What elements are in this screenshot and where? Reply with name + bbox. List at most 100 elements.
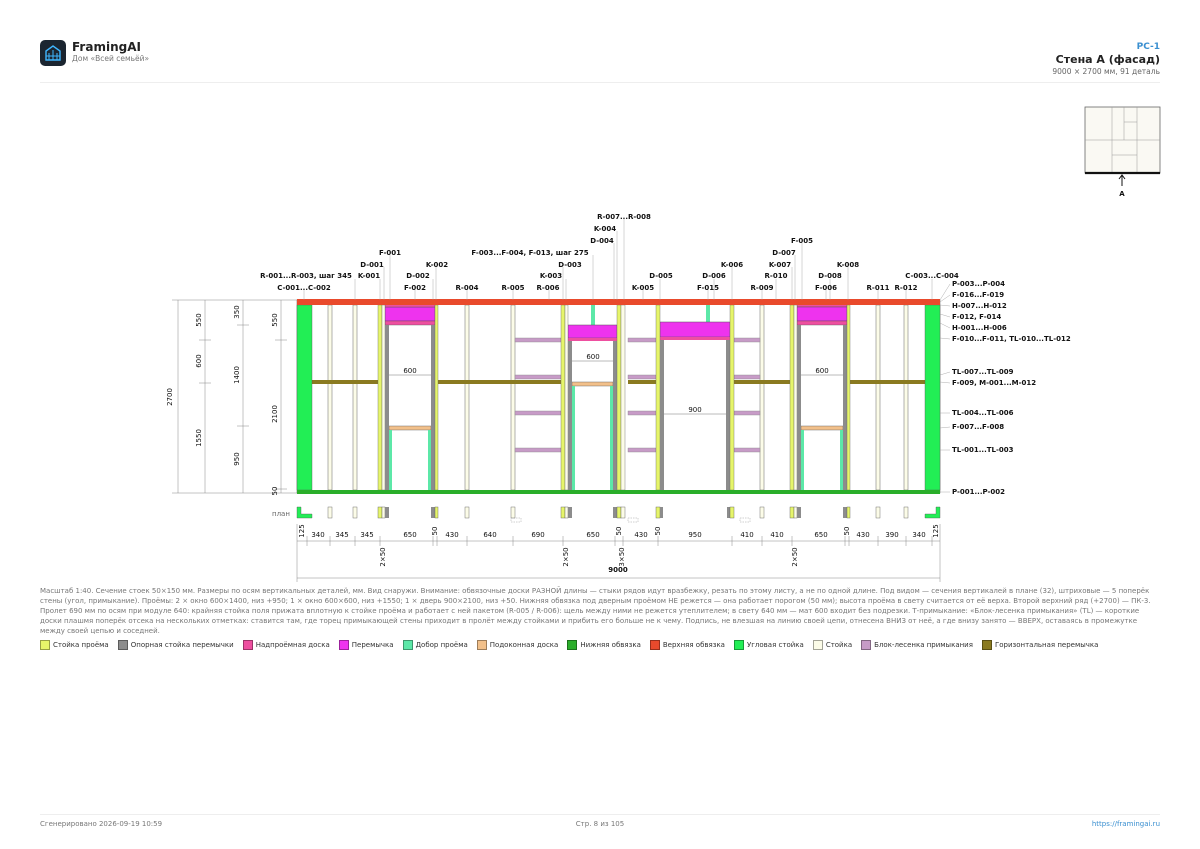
page-number: Стр. 8 из 105 [575, 820, 625, 828]
dim-b-390: 390 [885, 531, 898, 539]
label-r012: R-012 [895, 284, 918, 292]
key-plan-marker: A [1119, 190, 1125, 198]
legend-item: Угловая стойка [733, 640, 804, 650]
label-h007-h012: H-007...H-012 [952, 302, 1007, 310]
label-p001-p002: P-001...P-002 [952, 488, 1005, 496]
label-k008: K-008 [837, 261, 859, 269]
dim-b-340-right: 340 [912, 531, 925, 539]
site-link[interactable]: https://framingai.ru [1091, 820, 1160, 828]
label-r004: R-004 [456, 284, 479, 292]
legend-label: Опорная стойка перемычки [130, 641, 234, 649]
dim-b-430-2: 430 [634, 531, 647, 539]
legend-swatch [338, 640, 349, 650]
label-c001-c002: C-001...C-002 [277, 284, 331, 292]
label-f010-f011-tl010: F-010...F-011, TL-010...TL-012 [952, 335, 1071, 343]
label-r010: R-010 [765, 272, 788, 280]
page-header: FramingAI Дом «Всей семьёй» PC-1 Стена А… [40, 40, 1160, 83]
dim-total-height: 2700 [166, 388, 174, 406]
legend-swatch [242, 640, 253, 650]
dim-b-2x50-1: 2×50 [379, 547, 387, 566]
label-d006: D-006 [702, 272, 726, 280]
legend-swatch [402, 640, 413, 650]
opening-width-3: 900 [688, 406, 701, 414]
dim-b-650-2: 650 [586, 531, 599, 539]
legend-swatch [567, 640, 578, 650]
dim-b-50-1: 50 [431, 527, 439, 536]
label-h001-h006: H-001...H-006 [952, 324, 1007, 332]
right-leaders [939, 283, 951, 493]
dim-b-690: 690 [531, 531, 544, 539]
legend-swatch [40, 640, 50, 650]
legend-label: Нижняя обвязка [580, 641, 641, 649]
dim-b-2x50-3: 2×50 [791, 547, 799, 566]
label-d003: D-003 [558, 261, 582, 269]
legend-label: Стойка проёма [53, 641, 109, 649]
label-f005: F-005 [791, 237, 813, 245]
generated-timestamp: Сгенерировано 2026-09-19 10:59 [40, 820, 163, 828]
label-p003-p004: P-003...P-004 [952, 280, 1005, 288]
legend-swatch [117, 640, 128, 650]
label-d007: D-007 [772, 249, 796, 257]
dim-b-650-1: 650 [403, 531, 416, 539]
dim-b-340-left: 340 [311, 531, 324, 539]
dim-b-345-1: 345 [335, 531, 348, 539]
dim-col2-top: 350 [233, 305, 241, 318]
dim-b-50-2: 50 [615, 527, 623, 536]
dim-b-430-1: 430 [445, 531, 458, 539]
label-r011: R-011 [867, 284, 890, 292]
legend-label: Блок-лесенка примыкания [874, 641, 973, 649]
legend-label: Горизонтальная перемычка [994, 641, 1099, 649]
label-tl007-tl009: TL-007...TL-009 [952, 368, 1014, 376]
dim-b-125-left: 125 [298, 524, 306, 537]
legend-label: Подоконная доска [489, 641, 559, 649]
brand-name: FramingAI [72, 40, 141, 54]
opening-width-2: 600 [586, 353, 599, 361]
label-tl001-tl003: TL-001...TL-003 [952, 446, 1014, 454]
plan-label: план [272, 510, 290, 518]
legend-swatch [649, 640, 660, 650]
legend-item: Подоконная доска [476, 640, 559, 650]
left-dimension-texts: 2700 550 600 1550 350 1400 950 550 2100 … [166, 305, 279, 495]
wall-elevation: 600 600 900 600 [296, 299, 941, 494]
dim-col1-mid: 600 [195, 354, 203, 367]
dim-b-2x50-2: 2×50 [562, 547, 570, 566]
legend-item: Стойка [812, 640, 852, 650]
label-f007-f008: F-007...F-008 [952, 423, 1004, 431]
label-f002: F-002 [404, 284, 426, 292]
legend-item: Добор проёма [402, 640, 468, 650]
opening-width-4: 600 [815, 367, 828, 375]
house-frame-icon [45, 45, 61, 61]
drawing-note: Масштаб 1:40. Сечение стоек 50×150 мм. Р… [40, 587, 1151, 635]
label-f009-m001: F-009, M-001...M-012 [952, 379, 1036, 387]
project-name: Дом «Всей семьёй» [72, 54, 150, 63]
label-f015: F-015 [697, 284, 719, 292]
dim-b-50-3: 50 [654, 527, 662, 536]
label-c003-c004: C-003...C-004 [905, 272, 959, 280]
top-leaders [303, 219, 933, 300]
legend-item: Нижняя обвязка [567, 640, 641, 650]
dim-b-345-2: 345 [360, 531, 373, 539]
legend-item: Надпроёмная доска [242, 640, 330, 650]
legend-item: Блок-лесенка примыкания [861, 640, 973, 650]
corner-stud-left [296, 304, 313, 491]
label-k007: K-007 [769, 261, 791, 269]
legend-item: Опорная стойка перемычки [117, 640, 234, 650]
opening-width-1: 600 [403, 367, 416, 375]
legend-swatch [476, 640, 487, 650]
dim-b-125-right: 125 [932, 524, 940, 537]
page-footer: Сгенерировано 2026-09-19 10:59 Стр. 8 из… [40, 814, 1160, 833]
legend-swatch [981, 640, 992, 650]
legend-item: Горизонтальная перемычка [981, 640, 1099, 650]
dim-col3-bottom: 50 [271, 487, 279, 496]
dim-col3-top: 550 [271, 313, 279, 326]
legend-label: Добор проёма [415, 641, 468, 649]
label-f006: F-006 [815, 284, 837, 292]
dim-col1-top: 550 [195, 313, 203, 326]
bottom-dimension-texts: 125 340 345 345 650 50 430 640 690 650 5… [298, 524, 940, 574]
dim-col1-bottom: 1550 [195, 429, 203, 447]
legend-label: Верхняя обвязка [662, 641, 725, 649]
sheet-code: PC-1 [1136, 42, 1160, 52]
label-tl004-tl006: TL-004...TL-006 [952, 409, 1014, 417]
label-r001-r003: R-001...R-003, шаг 345 [260, 272, 352, 280]
legend-item: Стойка проёма [40, 640, 109, 650]
